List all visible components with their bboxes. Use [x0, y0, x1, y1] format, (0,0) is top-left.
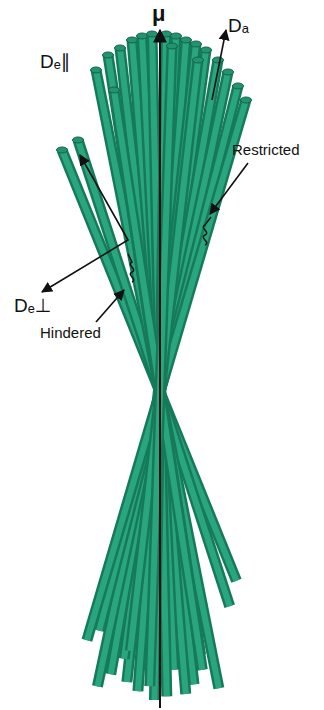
fiber-end [233, 83, 244, 89]
fiber-end [171, 33, 182, 39]
fiber-end [161, 31, 172, 37]
de-arrows [42, 155, 128, 292]
leader-line [96, 290, 124, 322]
restricted-squiggle [203, 217, 211, 245]
compartment-label: Hindered [40, 325, 101, 342]
fiber-highlight [138, 40, 186, 691]
fiber-end [57, 147, 68, 153]
da-arrow [212, 30, 226, 100]
leader-line [210, 163, 248, 214]
hindered-squiggle [128, 254, 134, 282]
fiber-end [127, 37, 138, 43]
fiber-end [147, 31, 158, 37]
fiber-end [201, 47, 212, 53]
diffusivity-label: Dₐ [228, 16, 249, 37]
fiber-end [137, 33, 148, 39]
fiber-end [115, 45, 126, 51]
axis-arrow [159, 30, 161, 708]
fiber-end [181, 37, 192, 43]
fiber-end [223, 69, 234, 75]
fiber-end [193, 57, 204, 63]
fiber [138, 40, 186, 691]
fiber-end [91, 67, 102, 73]
fiber-end [109, 87, 120, 93]
diffusivity-label: Dₑ∥ [40, 52, 70, 73]
diffusivity-label: Dₑ⊥ [14, 296, 51, 317]
fiber-end [73, 137, 84, 143]
fiber-end [241, 97, 252, 103]
compartment-label: Restricted [232, 142, 300, 159]
fiber-end [213, 57, 224, 63]
fiber-end [103, 52, 114, 58]
fiber-end [191, 41, 202, 47]
fiber-end [167, 43, 178, 49]
axis-label: μ [152, 2, 165, 26]
